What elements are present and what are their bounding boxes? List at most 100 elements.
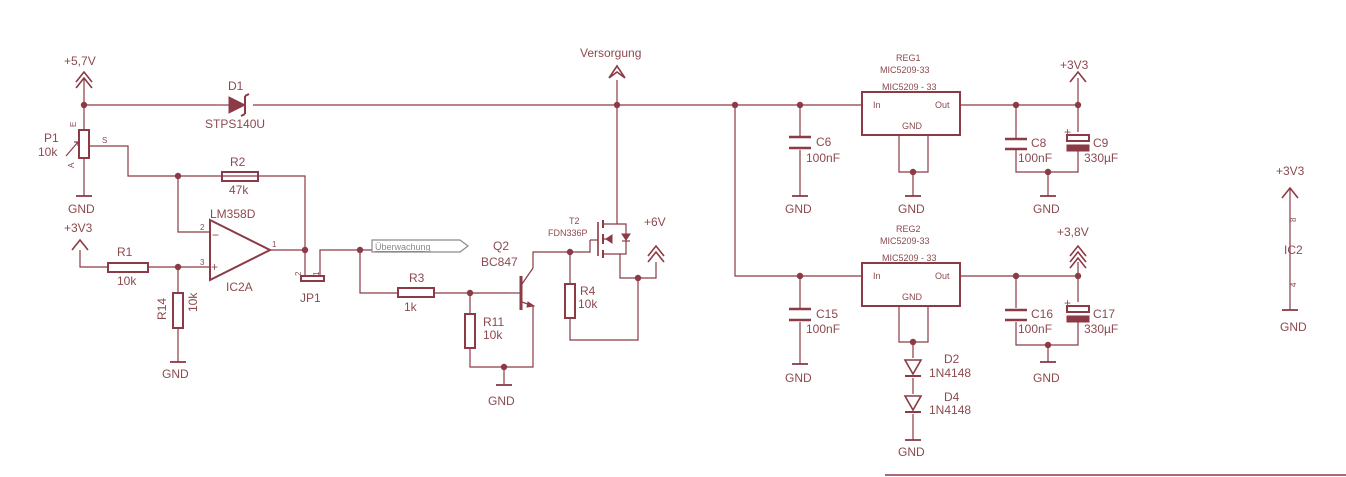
capacitor-c8-name: C8 [1031, 136, 1047, 150]
resistor-r3: R3 1k [397, 271, 435, 314]
ground-reg1: GND [898, 195, 925, 216]
resistor-r2-name: R2 [230, 155, 246, 169]
mosfet-t2-name: T2 [569, 216, 580, 226]
supply-v6: +6V [644, 215, 666, 263]
capacitor-c9-name: C9 [1093, 136, 1109, 150]
capacitor-c17-value: 330µF [1084, 322, 1118, 336]
jumper-jp1: 2 1 JP1 [294, 270, 325, 305]
regulator-reg2-body: MIC5209 - 33 [882, 253, 937, 263]
jumper-jp1-pin2: 2 [294, 271, 303, 276]
ground-c6-label: GND [785, 202, 812, 216]
ground-ic2: GND [1280, 309, 1307, 334]
ground-c16c17-label: GND [1033, 371, 1060, 385]
net-label-ueberwachung-text: Überwachung [375, 242, 431, 252]
supply-v33-right: +3V3 [1276, 164, 1305, 199]
diode-d1-name: D1 [228, 79, 244, 93]
ground-q2-label: GND [488, 394, 515, 408]
supply-v38: +3,8V [1057, 225, 1089, 269]
capacitor-c6: C6 100nF [789, 135, 840, 165]
resistor-r11-name: R11 [483, 315, 504, 329]
regulator-reg1-value: MIC5209-33 [880, 65, 930, 75]
opamp-ic2a-name: IC2A [226, 280, 253, 294]
potentiometer-p1-pin-a: A [67, 162, 76, 168]
supply-v57-label: +5,7V [64, 54, 96, 68]
ground-reg2: GND [898, 439, 925, 459]
supply-v33-left: +3V3 [64, 221, 93, 251]
resistor-r2-value: 47k [229, 183, 249, 197]
jumper-jp1-pin1: 1 [312, 271, 321, 276]
ground-c15-label: GND [785, 371, 812, 385]
ground-c6: GND [785, 195, 812, 216]
transistor-q2-value: BC847 [481, 255, 518, 269]
potentiometer-p1-pin-e: E [69, 122, 78, 127]
ground-r14-label: GND [162, 367, 189, 381]
ground-p1: GND [68, 195, 95, 216]
resistor-r11: R11 10k [464, 313, 504, 349]
capacitor-c8-value: 100nF [1018, 151, 1052, 165]
supply-v57: +5,7V [64, 54, 96, 89]
wires [79, 78, 1346, 476]
resistor-r4: R4 10k [564, 283, 598, 319]
regulator-reg1-in: In [873, 100, 881, 110]
capacitor-c17-name: C17 [1093, 307, 1115, 321]
capacitor-c8: C8 100nF [1005, 136, 1052, 165]
supply-v33-right-label: +3V3 [1276, 164, 1305, 178]
resistor-r11-value: 10k [483, 328, 503, 342]
supply-v33-top: +3V3 [1060, 58, 1089, 83]
net-label-ueberwachung: Überwachung [371, 239, 469, 253]
ground-c8c9-label: GND [1033, 202, 1060, 216]
jumper-jp1-name: JP1 [300, 291, 321, 305]
diode-d4-name: D4 [944, 390, 960, 404]
capacitor-c16-name: C16 [1031, 307, 1053, 321]
capacitor-c17-polarity: + [1064, 296, 1071, 310]
resistor-r14-name: R14 [155, 298, 169, 320]
ground-r14: GND [162, 361, 189, 381]
capacitor-c16: C16 100nF [1005, 307, 1053, 336]
ic2-name: IC2 [1284, 243, 1303, 257]
regulator-reg1: REG1 MIC5209-33 MIC5209 - 33 In Out GND [861, 53, 961, 136]
capacitor-c16-value: 100nF [1018, 322, 1052, 336]
opamp-ic2a-minus: − [212, 228, 219, 242]
capacitor-c9-value: 330µF [1084, 151, 1118, 165]
diode-d1-value: STPS140U [205, 117, 265, 131]
ground-p1-label: GND [68, 202, 95, 216]
potentiometer-p1-pin-s: S [102, 136, 107, 145]
junctions [80, 101, 1082, 371]
opamp-ic2a: − + 2 3 1 LM358D IC2A [200, 207, 277, 294]
ground-reg1-label: GND [898, 202, 925, 216]
regulator-reg2-value: MIC5209-33 [880, 236, 930, 246]
capacitor-c15-value: 100nF [806, 322, 840, 336]
resistor-r1: R1 10k [107, 245, 149, 288]
opamp-ic2a-type: LM358D [210, 207, 256, 221]
regulator-reg2-gnd: GND [902, 292, 923, 302]
supply-v38-label: +3,8V [1057, 225, 1089, 239]
diode-d2-name: D2 [944, 352, 960, 366]
diode-d4-value: 1N4148 [929, 403, 971, 417]
ground-c8c9: GND [1033, 195, 1060, 216]
regulator-reg1-gnd: GND [902, 121, 923, 131]
capacitor-c6-name: C6 [816, 135, 832, 149]
ic2-power: 8 IC2 4 [1284, 217, 1303, 287]
resistor-r4-name: R4 [580, 284, 596, 298]
mosfet-t2: T2 FDN336P [548, 212, 631, 270]
ground-c16c17: GND [1033, 361, 1060, 385]
diode-d1: D1 STPS140U [205, 79, 265, 131]
ic2-pin4: 4 [1289, 282, 1298, 287]
diode-d2: D2 1N4148 [903, 352, 971, 380]
supply-v6-label: +6V [644, 215, 666, 229]
diode-d4: D4 1N4148 [903, 390, 971, 417]
regulator-reg2-out: Out [935, 271, 950, 281]
supply-versorgung: Versorgung [580, 46, 641, 79]
capacitor-c17: + C17 330µF [1064, 296, 1118, 336]
opamp-ic2a-plus: + [211, 260, 218, 274]
capacitor-c15-name: C15 [816, 307, 838, 321]
supply-v33-top-label: +3V3 [1060, 58, 1089, 72]
resistor-r1-name: R1 [117, 245, 133, 259]
supply-versorgung-label: Versorgung [580, 46, 641, 60]
ground-q2: GND [488, 384, 515, 408]
transistor-q2-name: Q2 [493, 239, 509, 253]
opamp-ic2a-pin3: 3 [200, 258, 205, 267]
potentiometer-p1-value: 10k [38, 145, 58, 159]
potentiometer-p1-name: P1 [44, 131, 59, 145]
